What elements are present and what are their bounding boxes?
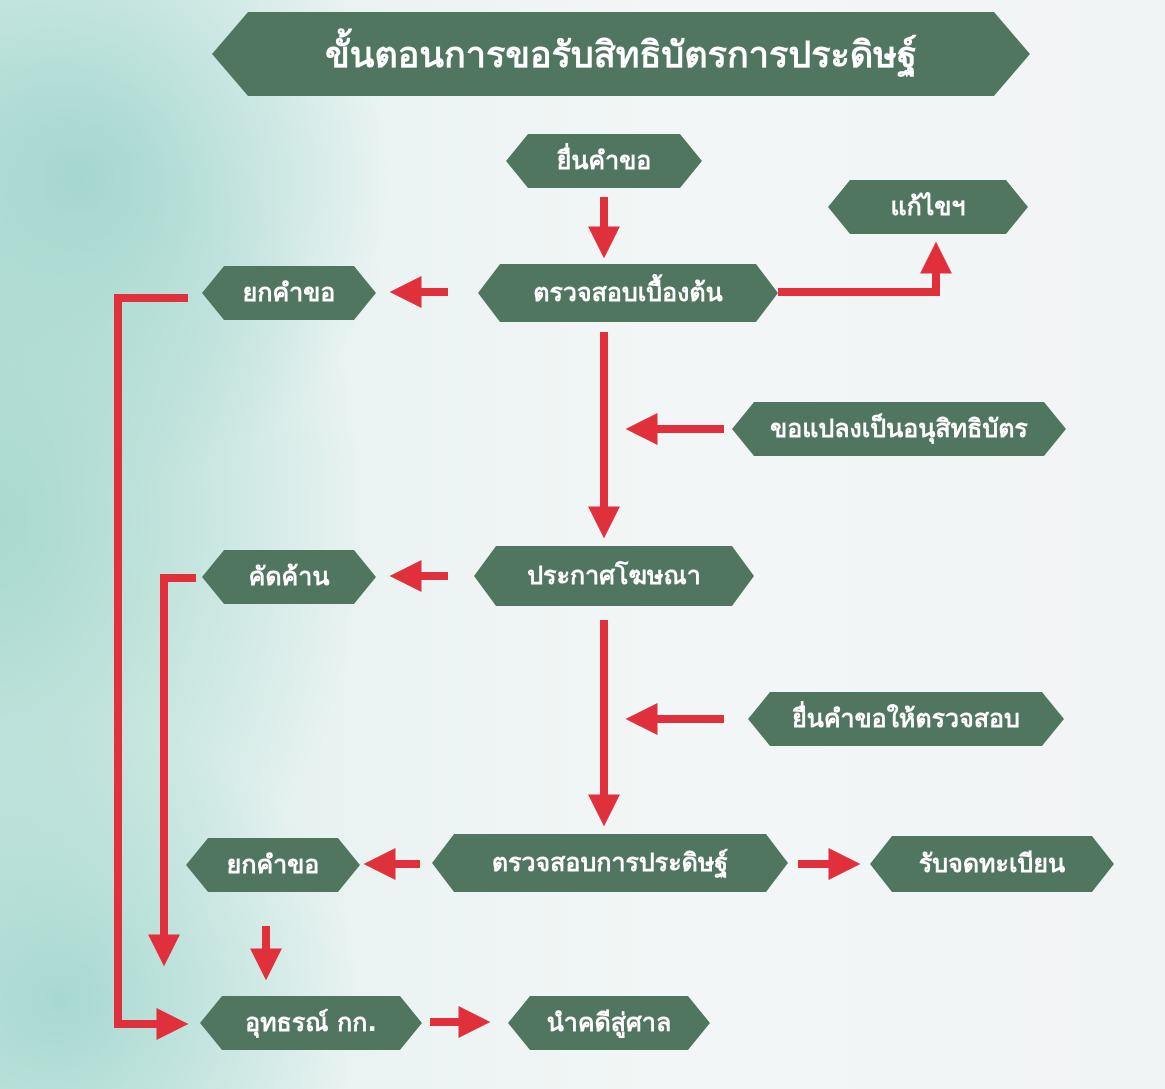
node-examination: ตรวจสอบการประดิษฐ์ (432, 834, 788, 892)
arrow-check-to-correction (778, 241, 952, 296)
node-reject-1: ยกคำขอ (202, 266, 376, 320)
node-registration: รับจดทะเบียน (870, 836, 1114, 892)
node-file-request: ยื่นคำขอ (506, 134, 702, 188)
node-oppose: คัดค้าน (202, 550, 376, 604)
node-preliminary-check: ตรวจสอบเบื้องต้น (478, 264, 778, 322)
node-appeal: อุทธรณ์ กก. (200, 996, 422, 1050)
node-correction: แก้ไขฯ (828, 180, 1028, 234)
arrow-oppose-to-appeal (148, 574, 196, 967)
arrow-reject1-to-appeal (114, 294, 189, 1040)
node-publication: ประกาศโฆษณา (474, 546, 754, 606)
node-convert-petty-patent: ขอแปลงเป็นอนุสิทธิบัตร (732, 402, 1066, 456)
node-request-examination: ยื่นคำขอให้ตรวจสอบ (748, 692, 1064, 746)
diagram-title: ขั้นตอนการขอรับสิทธิบัตรการประดิษฐ์ (212, 12, 1030, 96)
node-court: นำคดีสู่ศาล (508, 996, 710, 1050)
node-reject-2: ยกคำขอ (186, 838, 360, 892)
